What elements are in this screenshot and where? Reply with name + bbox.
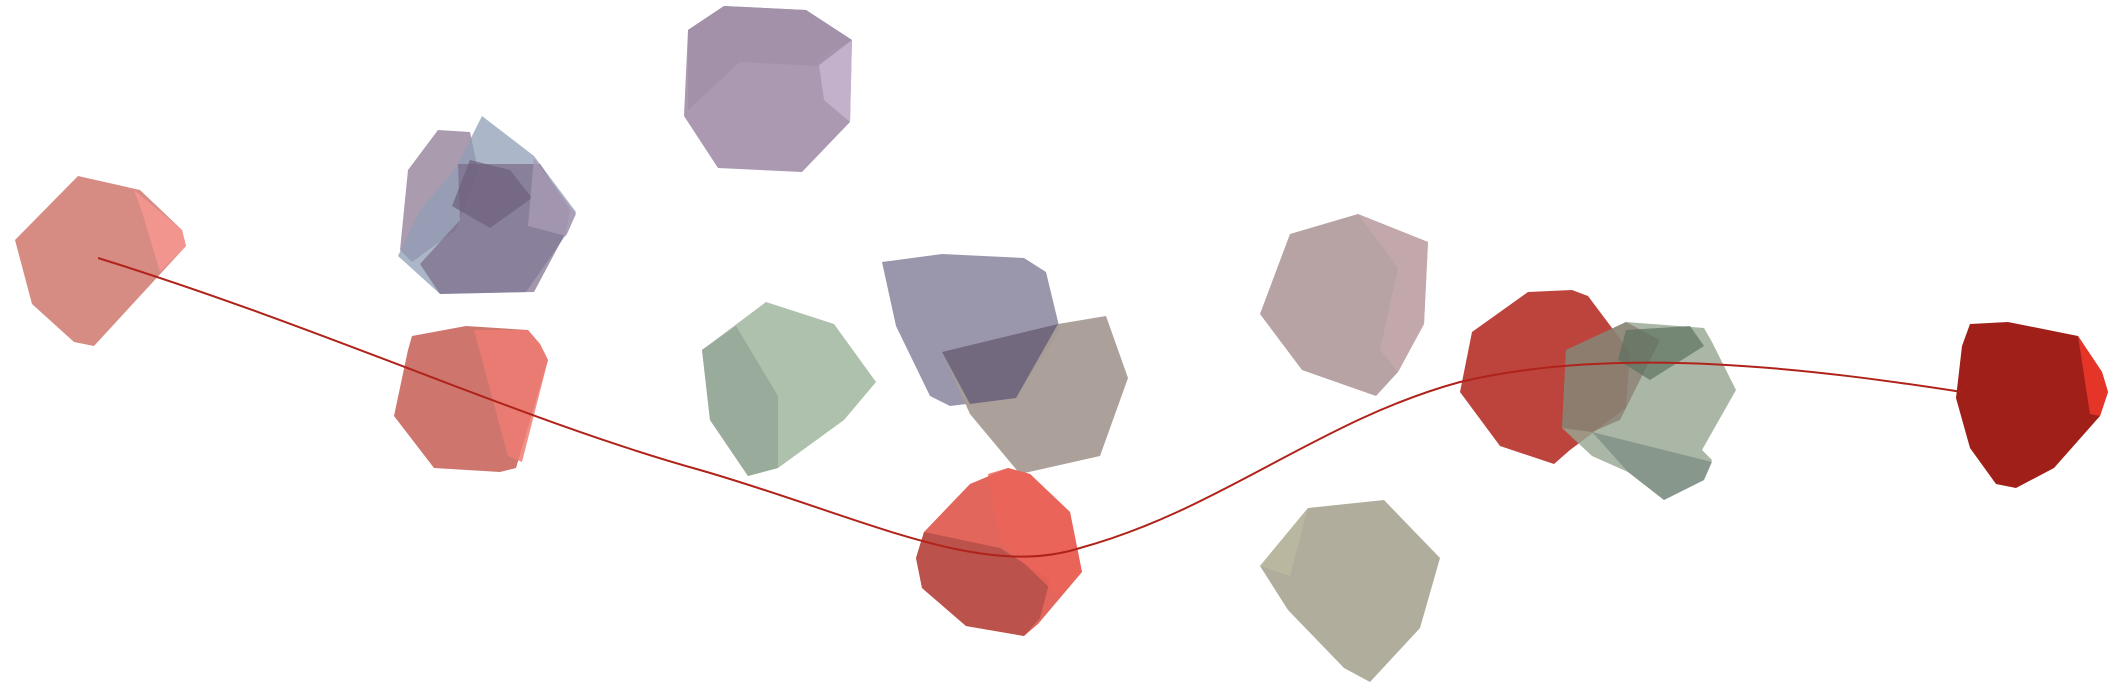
polyhedron-upper-cluster <box>398 116 576 294</box>
polyhedron-taupe <box>942 316 1128 474</box>
polyhedron-green <box>702 302 876 476</box>
polyhedron-mauve <box>1260 214 1428 396</box>
polyhedron-left-lower <box>394 326 548 472</box>
polyhedron-red-center <box>916 468 1082 636</box>
polyhedron-green-right <box>1562 322 1736 500</box>
polyhedron-top <box>684 6 852 172</box>
polyhedron-olive <box>1260 500 1440 682</box>
connecting-curve <box>97 257 1963 558</box>
polyhedron-far-left <box>15 176 186 346</box>
polyhedron-red-far-right <box>1956 322 2108 488</box>
